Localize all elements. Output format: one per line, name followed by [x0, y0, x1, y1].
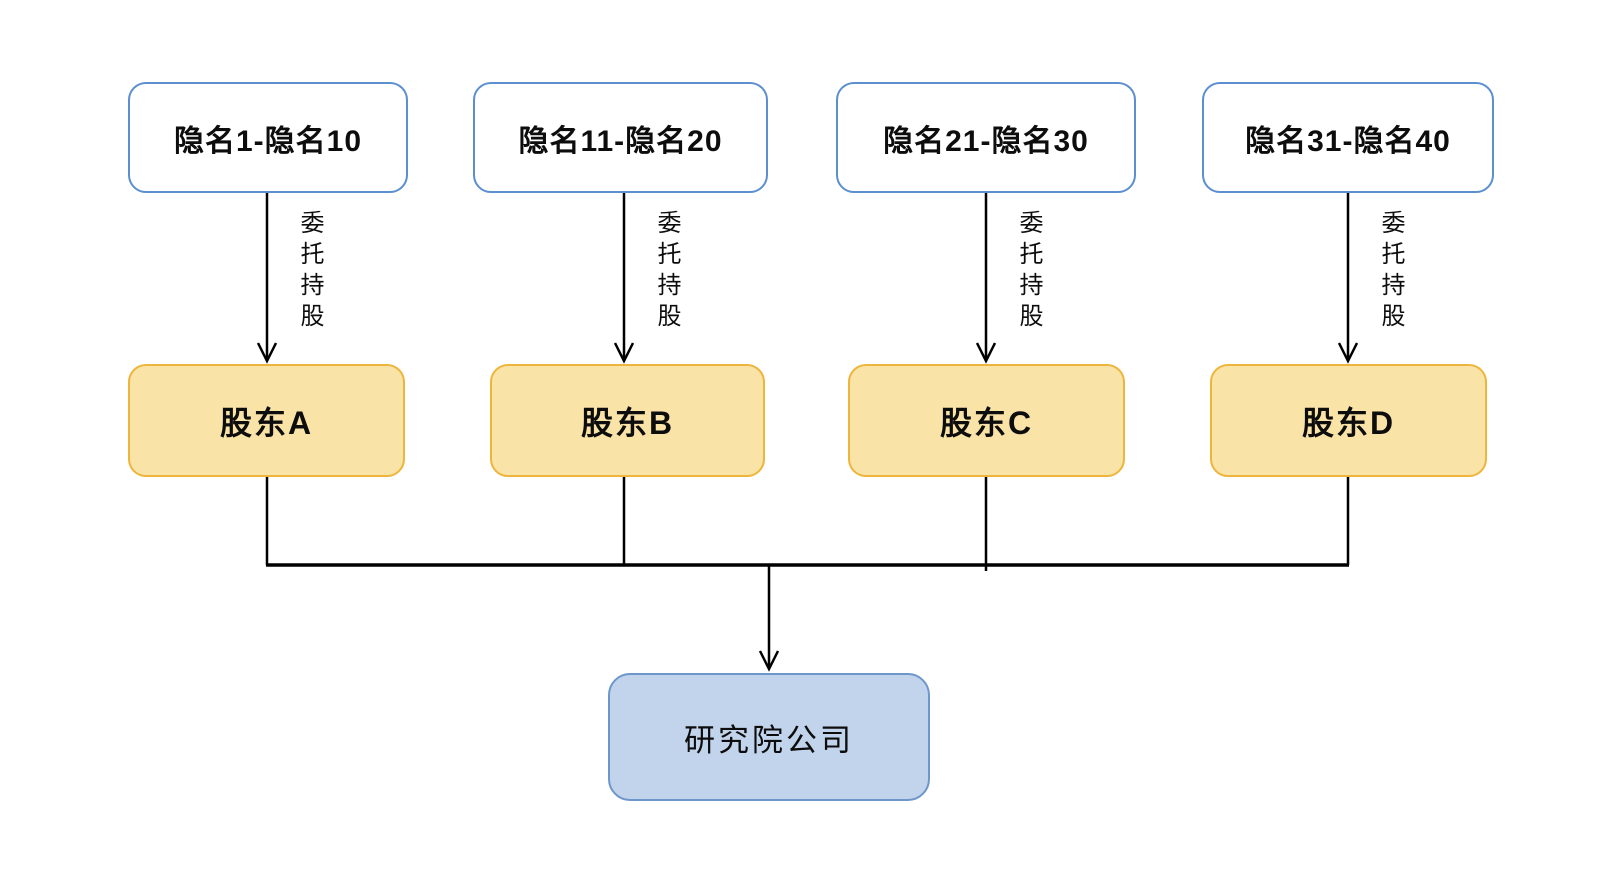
delegation-edge-label-2: 委托持股	[653, 210, 679, 334]
delegation-arrowhead-4	[1337, 342, 1359, 364]
shareholder-box-c: 股东C	[848, 364, 1125, 477]
shareholder-label-c: 股东C	[939, 404, 1034, 441]
delegation-arrowhead-3	[975, 342, 997, 364]
delegation-arrowhead-1	[256, 342, 278, 364]
delegation-edge-label-4: 委托持股	[1377, 210, 1403, 334]
shareholder-box-b: 股东B	[490, 364, 765, 477]
principal-label-4: 隐名31-隐名40	[1245, 124, 1451, 158]
company-box: 研究院公司	[608, 673, 930, 801]
principal-box-1: 隐名1-隐名10	[128, 82, 408, 193]
delegation-arrowhead-2	[613, 342, 635, 364]
shareholder-label-b: 股东B	[580, 404, 675, 441]
shareholder-box-d: 股东D	[1210, 364, 1487, 477]
delegation-edge-label-3: 委托持股	[1015, 210, 1041, 334]
principal-label-3: 隐名21-隐名30	[883, 124, 1089, 158]
shareholder-label-d: 股东D	[1301, 404, 1396, 441]
company-arrowhead	[758, 650, 780, 672]
shareholder-label-a: 股东A	[219, 404, 314, 441]
principal-label-2: 隐名11-隐名20	[518, 124, 723, 158]
principal-box-4: 隐名31-隐名40	[1202, 82, 1494, 193]
principal-label-1: 隐名1-隐名10	[173, 124, 363, 158]
principal-box-2: 隐名11-隐名20	[473, 82, 768, 193]
delegation-edge-label-1: 委托持股	[296, 210, 322, 334]
shareholder-box-a: 股东A	[128, 364, 405, 477]
principal-box-3: 隐名21-隐名30	[836, 82, 1136, 193]
company-label: 研究院公司	[684, 722, 854, 758]
